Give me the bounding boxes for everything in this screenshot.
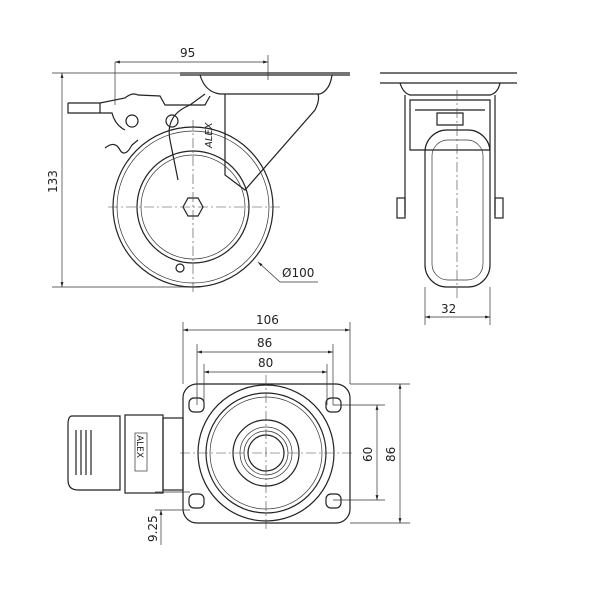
wheel-tread: [424, 129, 491, 288]
top-view: ALEX 106 86 80 60 86 9.25: [67, 313, 410, 545]
brake-spring: [104, 139, 139, 154]
swivel-bracket: [168, 93, 320, 191]
side-view: ALEX 95 133 Ø100: [46, 46, 350, 295]
brake-pedal: ALEX: [67, 414, 184, 494]
mounting-plate: [182, 383, 351, 524]
dim-32: 32: [441, 302, 456, 316]
dim-106: 106: [256, 313, 279, 327]
front-view: 32: [380, 72, 517, 325]
dim-9-25: 9.25: [146, 515, 160, 542]
brake-lever: [67, 93, 211, 131]
dim-95: 95: [180, 46, 195, 60]
brake-logo: ALEX: [134, 435, 144, 458]
bracket-logo: ALEX: [204, 121, 215, 149]
top-plate: [380, 72, 517, 96]
fork: [404, 95, 496, 215]
dim-diameter-100: Ø100: [282, 266, 314, 280]
valve-hole: [175, 263, 185, 273]
dim-86-horizontal: 86: [257, 336, 272, 350]
axle-nut-left: [396, 197, 406, 219]
dim-86-vertical: 86: [384, 447, 398, 462]
top-plate: [180, 72, 350, 95]
dim-133: 133: [46, 170, 60, 193]
pivot-pin: [125, 114, 139, 128]
pivot-pin: [165, 114, 179, 128]
dim-60: 60: [361, 447, 375, 462]
axle-nut-right: [494, 197, 504, 219]
dim-80: 80: [258, 356, 273, 370]
